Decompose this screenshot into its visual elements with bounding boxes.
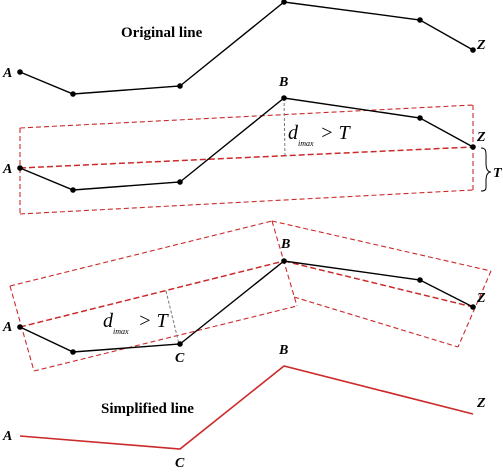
- label-z: Z: [476, 130, 486, 145]
- vertex-dot: [470, 47, 476, 53]
- left-band-bottom: [33, 305, 298, 372]
- tolerance-label: T: [493, 166, 503, 181]
- label-z: Z: [476, 396, 486, 411]
- distance-relation: > T: [138, 310, 169, 332]
- distance-subscript: imax: [113, 327, 129, 336]
- max-distance-line: [283, 97, 286, 159]
- label-a: A: [2, 320, 12, 335]
- panel-first-pass: A B Z d imax > T T: [2, 75, 503, 215]
- distance-d: d: [103, 310, 114, 332]
- label-c: C: [175, 456, 185, 471]
- label-z: Z: [476, 38, 486, 53]
- original-polyline: [19, 1, 474, 95]
- second-pass-polyline: [19, 260, 474, 353]
- tolerance-brace: [480, 147, 492, 192]
- vertex-dot: [417, 115, 423, 121]
- band-top-line: [19, 104, 474, 129]
- vertex-dot: [417, 17, 423, 23]
- label-a: A: [2, 162, 12, 177]
- vertex-dot: [70, 187, 76, 193]
- vertex-dot: [17, 165, 23, 171]
- vertex-dot: [470, 304, 476, 310]
- panel-second-pass: A B C Z d imax > T: [2, 220, 492, 372]
- distance-subscript: imax: [298, 139, 314, 148]
- left-band-top: [9, 220, 273, 287]
- distance-relation: > T: [320, 122, 351, 144]
- distance-d: d: [288, 122, 299, 144]
- band-bottom-line: [19, 189, 474, 215]
- vertex-dot: [470, 144, 476, 150]
- first-pass-polyline: [19, 97, 474, 191]
- label-c: C: [175, 351, 185, 366]
- vertex-dot: [70, 349, 76, 355]
- right-band-bottom: [293, 296, 459, 348]
- label-b: B: [278, 343, 288, 358]
- anchor-floater-line: [19, 146, 474, 169]
- vertex-dot: [281, 95, 287, 101]
- max-distance-line: [165, 290, 180, 345]
- label-a: A: [2, 429, 12, 444]
- vertex-dot: [17, 324, 23, 330]
- vertex-dot: [417, 277, 423, 283]
- vertex-dot: [281, 258, 287, 264]
- vertex-dot: [17, 69, 23, 75]
- right-band-top: [271, 220, 492, 272]
- panel-simplified: Simplified line A B C Z: [2, 343, 486, 471]
- right-anchor-line: [283, 260, 474, 308]
- label-b: B: [280, 237, 290, 252]
- label-a: A: [2, 66, 12, 81]
- caption-original: Original line: [121, 25, 203, 41]
- label-z: Z: [476, 291, 486, 306]
- panel-original: Original line A Z: [2, 0, 486, 97]
- vertex-dot: [70, 91, 76, 97]
- vertex-dot: [177, 341, 183, 347]
- label-b: B: [278, 75, 288, 90]
- simplified-polyline: [19, 365, 474, 450]
- caption-simplified: Simplified line: [101, 401, 194, 417]
- vertex-dot: [177, 83, 183, 89]
- left-anchor-line: [19, 260, 285, 328]
- vertex-dot: [281, 0, 287, 5]
- vertex-dot: [177, 179, 183, 185]
